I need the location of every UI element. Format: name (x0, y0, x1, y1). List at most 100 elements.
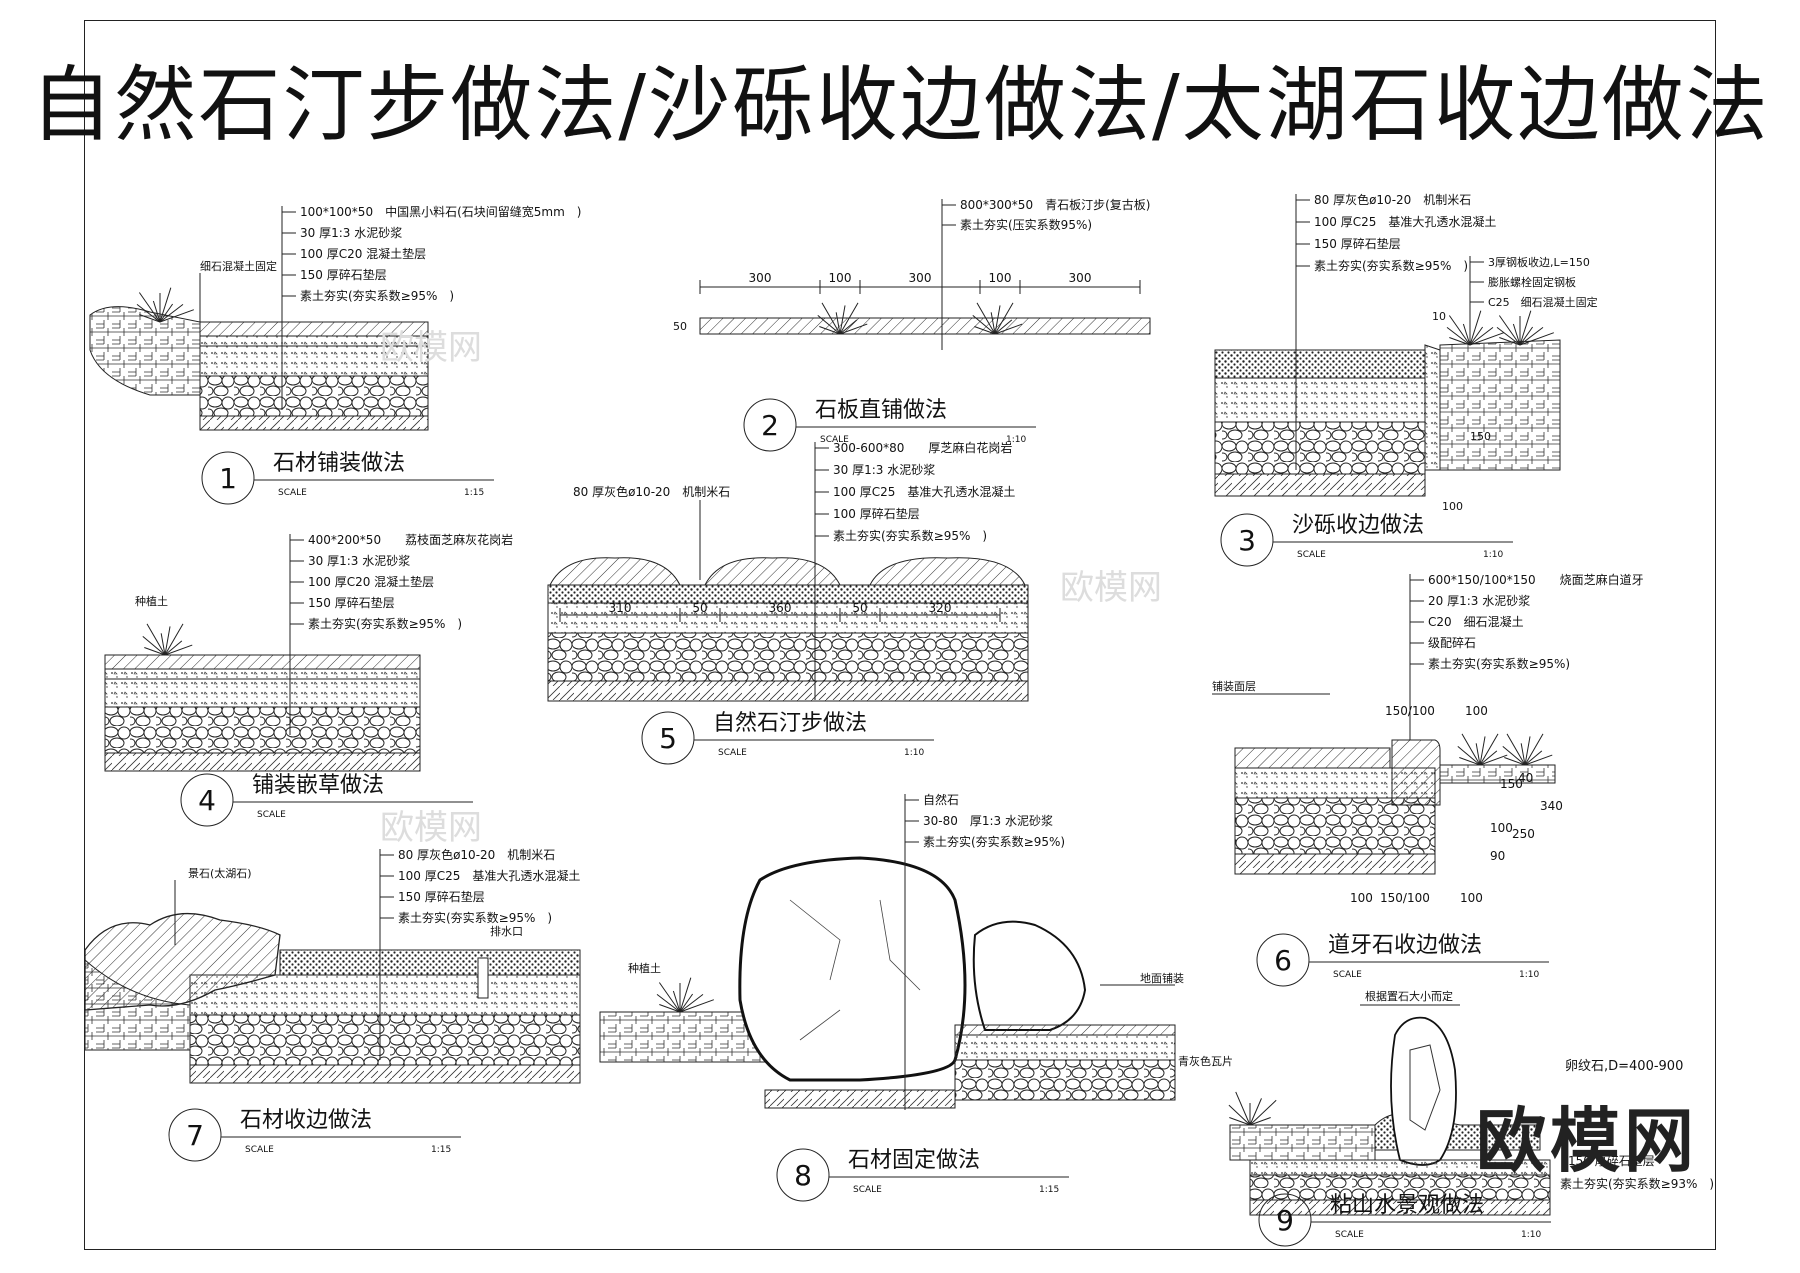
grass-blade (1249, 1099, 1277, 1126)
layer-label: C25 细石混凝土固定 (1488, 295, 1598, 309)
dimension-text: 310 (609, 601, 632, 615)
detail-number-circle (1258, 1193, 1312, 1247)
scale-label: SCALE (278, 488, 307, 498)
planting-soil (1439, 764, 1556, 784)
layer-label: 600*150/100*150 烧面芝麻白道牙 (1428, 572, 1644, 587)
natural-stone-stepping (704, 557, 841, 586)
grass-blade (1524, 733, 1544, 766)
gravel-layer (104, 706, 421, 754)
dimension-text: 100 (1350, 891, 1373, 905)
rice-stone-layer (1214, 349, 1426, 379)
slab-stone (699, 317, 1151, 335)
layer-label: 卵纹石,D=400-900 (1565, 1059, 1683, 1074)
layer-label: C20 细石混凝土 (1428, 614, 1524, 629)
layer-label: 素土夯实(夯实系数≥95% ) (1314, 258, 1468, 273)
grass-blade (821, 302, 841, 335)
gravel-layer (547, 632, 1029, 682)
grass-blade (1524, 750, 1543, 766)
detail-title: 粘山水景观做法 (1330, 1193, 1484, 1218)
scale-value: 1:10 (1519, 970, 1539, 980)
dimension-text: 100 (829, 271, 852, 285)
grass-blade (658, 982, 681, 1013)
scale-label: SCALE (853, 1185, 882, 1195)
grass-blade (139, 314, 161, 323)
grass-blade (835, 312, 841, 335)
layer-label: 100 厚碎石垫层 (833, 506, 920, 521)
grass-blade (164, 626, 171, 656)
detail-number: 8 (794, 1159, 812, 1192)
layer-label: 30 厚1:3 水泥砂浆 (833, 462, 935, 477)
detail-number-circle (641, 711, 695, 765)
grass-symbol (1457, 733, 1508, 766)
layer-label: 景石(太湖石) (188, 867, 252, 880)
grass-blade (152, 300, 161, 323)
grass-blade (159, 309, 194, 323)
grass-blade (1499, 337, 1521, 346)
scale-label: SCALE (718, 748, 747, 758)
dimension-text: 100 (989, 271, 1012, 285)
compacted-soil (547, 680, 1029, 702)
layer-label: 膨胀螺栓固定钢板 (1488, 275, 1576, 289)
grass-blade (164, 644, 193, 656)
grass-blade (839, 319, 858, 335)
scale-value: 1:15 (464, 488, 484, 498)
gravel-layer (954, 1059, 1176, 1101)
detail-number-circle (743, 398, 797, 452)
grass-blade (1504, 757, 1526, 766)
grass-blade (1519, 326, 1544, 346)
dimension-text: 50 (852, 601, 867, 615)
grass-blade (1496, 326, 1521, 346)
layer-label: 素土夯实(夯实系数≥95%) (1428, 656, 1570, 671)
grass-blade (1469, 310, 1482, 346)
grass-blade (1229, 1117, 1251, 1126)
scale-label: SCALE (820, 435, 849, 445)
permeable-concrete (1214, 377, 1426, 423)
dimension-text: 250 (1512, 827, 1535, 841)
scale-value: 1:10 (904, 748, 924, 758)
grass-blade (159, 287, 172, 323)
detail-number: 2 (761, 409, 779, 442)
planting-soil (599, 1011, 766, 1063)
layer-label: 100*100*50 中国黑小料石(石块间留缝宽5mm ) (300, 204, 581, 219)
grass-symbol (1228, 1091, 1277, 1126)
grass-blade (839, 323, 868, 335)
dimension-text: 100 (1490, 821, 1513, 835)
detail-number: 4 (198, 784, 216, 817)
grass-blade (974, 326, 996, 335)
compacted-soil (1249, 1199, 1551, 1216)
watermark: 欧模网 (1060, 568, 1162, 608)
dimension-text: 340 (1540, 799, 1563, 813)
grass-blade (1519, 332, 1554, 346)
scale-value: 1:10 (1521, 1230, 1541, 1240)
ground-paving (954, 1024, 1176, 1036)
grass-blade (1519, 310, 1532, 346)
grass-blade (819, 326, 841, 335)
grass-blade (1479, 733, 1499, 766)
stone-inner (1409, 1044, 1441, 1131)
layer-label: 150 厚碎石垫层 (1314, 236, 1401, 251)
scale-value: 1:10 (1006, 435, 1026, 445)
watermark: 欧模网 (380, 808, 482, 848)
dimension-text: 100 (1460, 891, 1483, 905)
dimension-text: 320 (929, 601, 952, 615)
layer-label: 400*200*50 荔枝面芝麻灰花岗岩 (308, 532, 513, 547)
dimension-text: 50 (673, 320, 687, 333)
grass-symbol (1496, 310, 1554, 346)
detail-number-circle (180, 773, 234, 827)
detail-number-circle (776, 1148, 830, 1202)
dimension-text: 100 (1465, 704, 1488, 718)
grass-blade (1524, 754, 1553, 766)
dimension-text: 360 (769, 601, 792, 615)
drain-outlet (477, 957, 489, 999)
detail-number-circle (201, 451, 255, 505)
dimension-text: 150/100 (1385, 704, 1435, 718)
grass-blade (138, 292, 161, 323)
grass-blade (672, 990, 681, 1013)
dimension-text: 300 (1069, 271, 1092, 285)
layer-label: 根据置石大小而定 (1365, 989, 1453, 1003)
layer-label: 300-600*80 厚芝麻白花岗岩 (833, 440, 1012, 455)
